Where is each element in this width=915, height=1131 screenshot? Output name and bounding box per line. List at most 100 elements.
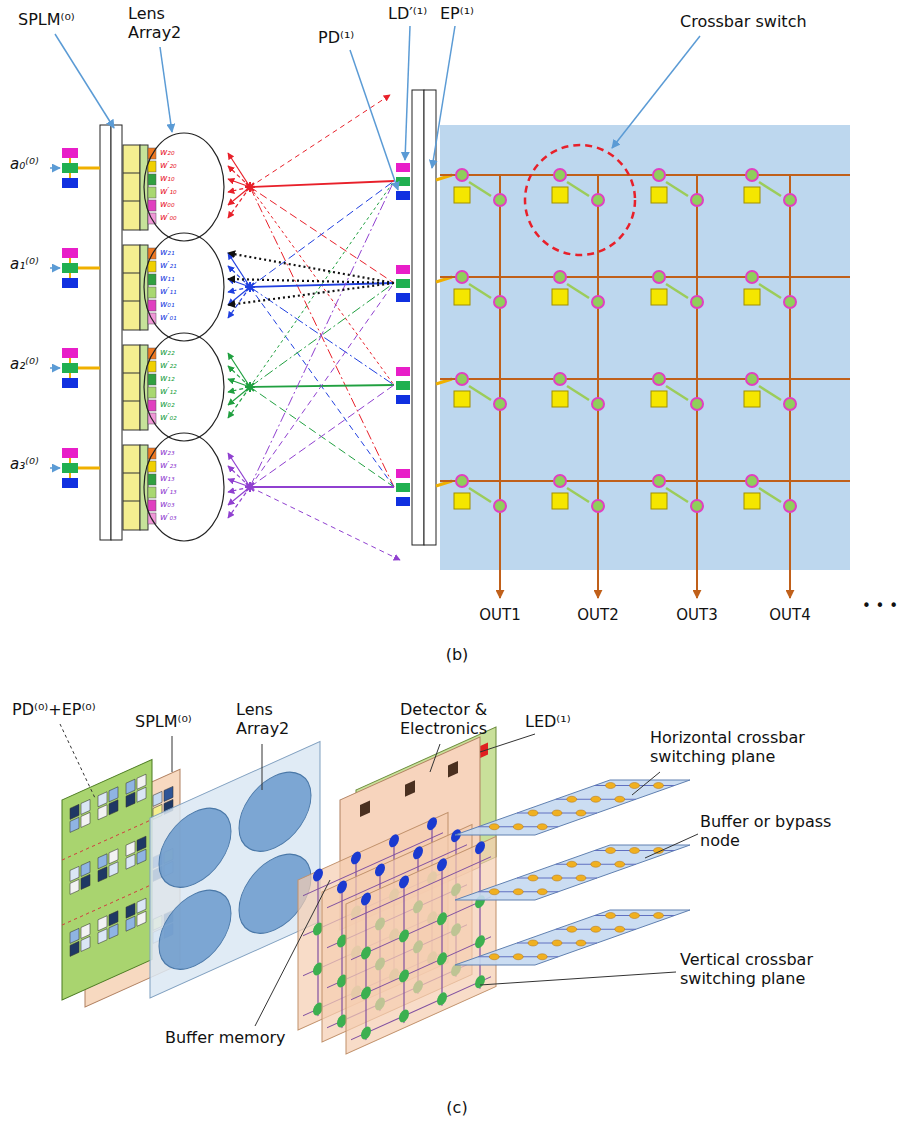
switch-node — [399, 968, 409, 985]
weight-pixel — [148, 487, 156, 498]
switch-node — [592, 296, 604, 308]
weight-label: w′₀₂ — [160, 412, 177, 423]
weight-label: w₁₃ — [160, 473, 175, 484]
switch-node — [554, 271, 566, 283]
pixel-square — [109, 849, 118, 864]
weight-pixel — [148, 474, 156, 485]
switch-node — [554, 475, 566, 487]
switch-node — [554, 373, 566, 385]
switch-arrow — [469, 284, 491, 298]
detector-pixel — [396, 497, 410, 506]
source-pixel — [62, 363, 78, 373]
figure-shape — [123, 301, 140, 302]
buffer-square — [454, 289, 470, 305]
pixel-square — [109, 924, 118, 939]
switch-node — [528, 940, 538, 946]
weight-pixel — [148, 174, 156, 185]
source-pixel — [62, 448, 78, 458]
vertical-plane — [346, 837, 496, 1055]
switch-arrow — [469, 488, 491, 502]
figure-shape — [123, 373, 140, 374]
switch-node — [489, 954, 499, 960]
lens — [239, 760, 311, 864]
buffer-square — [651, 187, 667, 203]
figure-shape — [440, 378, 850, 380]
switch-arrow — [759, 182, 781, 196]
weight-label: w′₂₃ — [160, 460, 177, 471]
figure-shape — [430, 744, 440, 772]
weight-label: w′₂₁ — [160, 260, 177, 271]
pixel-square — [98, 792, 107, 807]
pixel-square — [109, 911, 118, 926]
pixel-square — [98, 854, 107, 869]
lens-outline — [144, 433, 224, 541]
figure-shape — [123, 501, 140, 502]
lens-outline — [144, 133, 224, 241]
pixel-square — [70, 866, 79, 881]
panel-label: (b) — [437, 645, 477, 664]
figure-shape — [250, 287, 394, 487]
pixel-square — [81, 874, 90, 889]
horizontal-plane — [455, 910, 690, 965]
part-label: Buffer memory — [165, 1028, 286, 1047]
figure-shape — [479, 849, 480, 989]
weight-label: w′₀₀ — [160, 212, 177, 223]
switch-arrow — [666, 284, 688, 298]
switch-arrow — [666, 488, 688, 502]
figure-shape — [228, 283, 394, 305]
figure-shape — [597, 175, 599, 598]
detector-pixel — [396, 395, 410, 404]
weight-label: w′₁₂ — [160, 386, 177, 397]
buffer-node — [313, 867, 323, 884]
figure-shape — [228, 366, 250, 387]
figure-shape — [250, 181, 394, 187]
switch-node — [537, 954, 547, 960]
figure-shape — [228, 266, 250, 287]
buffer-square — [552, 391, 568, 407]
switch-node — [615, 796, 625, 802]
signal-name: a₃⁽⁰⁾ — [10, 455, 39, 473]
figure-shape — [228, 353, 250, 387]
switch-node — [592, 398, 604, 410]
switch-node — [456, 373, 468, 385]
switch-node — [494, 398, 506, 410]
pixel-square — [81, 936, 90, 951]
pixel-square — [70, 817, 79, 832]
switch-node — [399, 1008, 409, 1025]
plate-edge — [111, 125, 122, 540]
weight-label: w₁₀ — [160, 173, 175, 184]
buffer-square — [744, 289, 760, 305]
pixel-square — [126, 854, 135, 869]
crossbar-panel — [440, 125, 850, 570]
switch-node — [537, 889, 547, 895]
weight-pixel — [148, 287, 156, 298]
switch-node — [606, 848, 616, 854]
pixel-square — [164, 786, 173, 801]
switch-node — [746, 373, 758, 385]
source-pixel — [62, 463, 78, 473]
detector — [360, 801, 370, 818]
weight-pixel — [148, 261, 156, 272]
switch-node — [456, 271, 468, 283]
figure-shape — [228, 253, 394, 283]
switch-arrow — [759, 284, 781, 298]
figure-shape — [160, 47, 172, 132]
source-pixel — [62, 348, 78, 358]
lens — [159, 796, 231, 900]
switch-node — [513, 824, 523, 830]
buffer-node — [451, 827, 461, 844]
pixel-square — [70, 941, 79, 956]
switch-node — [606, 783, 616, 789]
figure-shape — [62, 820, 152, 861]
figure-shape — [250, 283, 394, 487]
signal-name: a₀⁽⁰⁾ — [10, 155, 39, 173]
source-pixel — [62, 163, 78, 173]
figure-shape — [228, 387, 250, 405]
weight-pixel — [148, 300, 156, 311]
weight-label: w′₁₁ — [160, 286, 177, 297]
figure-shape — [123, 201, 140, 202]
switch-node — [630, 848, 640, 854]
weight-label: w₀₂ — [160, 399, 175, 410]
switch-node — [784, 296, 796, 308]
switch-node — [528, 875, 538, 881]
